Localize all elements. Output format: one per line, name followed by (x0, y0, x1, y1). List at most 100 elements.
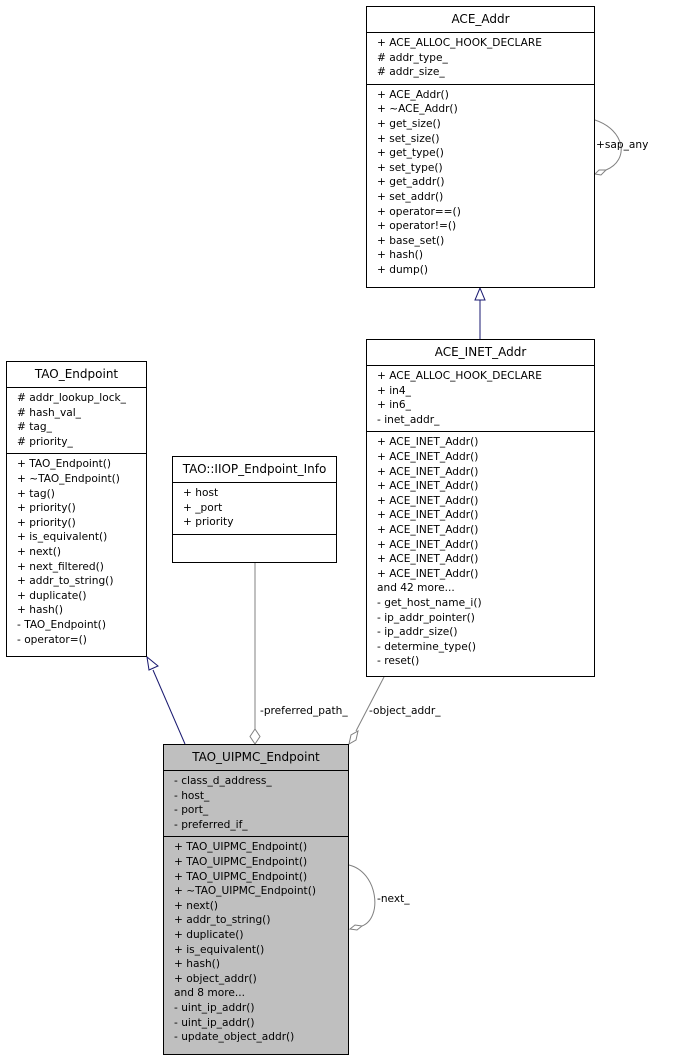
operations-section: + ACE_Addr() + ~ACE_Addr() + get_size() … (367, 85, 594, 282)
attributes-section: + ACE_ALLOC_HOOK_DECLARE # addr_type_ # … (367, 33, 594, 85)
class-name: ACE_INET_Addr (367, 340, 594, 366)
next-label: -next_ (377, 893, 410, 905)
operation: - update_object_addr() (174, 1031, 295, 1044)
operation: + ACE_INET_Addr() (377, 553, 479, 566)
class-ace-addr: ACE_Addr + ACE_ALLOC_HOOK_DECLARE # addr… (366, 6, 595, 288)
operation: + is_equivalent() (174, 943, 265, 956)
operation: + hash() (17, 604, 63, 617)
class-iiop-endpoint-info: TAO::IIOP_Endpoint_Info + host + _port +… (172, 456, 337, 563)
attribute: - class_d_address_ (174, 775, 272, 787)
object-addr-label: -object_addr_ (369, 705, 441, 717)
attributes-section: - class_d_address_ - host_ - port_ - pre… (164, 771, 348, 838)
operation: - TAO_Endpoint() (17, 618, 106, 631)
attributes-section: # addr_lookup_lock_ # hash_val_ # tag_ #… (7, 388, 146, 455)
attribute: # tag_ (17, 421, 52, 434)
class-name: TAO_UIPMC_Endpoint (164, 745, 348, 771)
operation: + TAO_UIPMC_Endpoint() (174, 870, 308, 883)
operation: + hash() (174, 958, 220, 971)
attribute: # priority_ (17, 435, 73, 448)
operations-section: + TAO_Endpoint() + ~TAO_Endpoint() + tag… (7, 454, 146, 651)
operation: - ip_addr_size() (377, 626, 458, 639)
object-addr-edge (355, 676, 385, 732)
operations-section: + ACE_INET_Addr() + ACE_INET_Addr() + AC… (367, 432, 594, 673)
attribute: + host (183, 487, 219, 499)
operation: + operator==() (377, 205, 461, 218)
operations-section: + TAO_UIPMC_Endpoint() + TAO_UIPMC_Endpo… (164, 837, 348, 1048)
operation: - get_host_name_i() (377, 596, 482, 609)
sap-any-diamond (593, 169, 608, 176)
operation: + duplicate() (174, 928, 244, 941)
operation: + is_equivalent() (17, 531, 108, 544)
uipmc-to-endpoint-arrow (146, 655, 159, 671)
class-name: TAO::IIOP_Endpoint_Info (173, 457, 336, 483)
operations-section (173, 535, 336, 563)
operation: + set_size() (377, 132, 440, 145)
operation: + next() (17, 545, 61, 558)
next-diamond (348, 924, 364, 931)
attribute: - port_ (174, 804, 209, 817)
operation: + get_type() (377, 147, 444, 160)
operation: + priority() (17, 502, 76, 515)
class-name: ACE_Addr (367, 7, 594, 33)
operation: + duplicate() (17, 589, 87, 602)
operation: and 42 more... (377, 582, 455, 595)
operation: + ~TAO_Endpoint() (17, 472, 120, 485)
attribute: + ACE_ALLOC_HOOK_DECLARE (377, 370, 542, 382)
operation: + ~TAO_UIPMC_Endpoint() (174, 885, 316, 898)
preferred-path-label: -preferred_path_ (260, 705, 348, 717)
operation: + ACE_Addr() (377, 88, 449, 101)
operation: - operator=() (17, 633, 87, 646)
operation: + base_set() (377, 234, 445, 247)
attribute: + in4_ (377, 384, 411, 397)
attribute: # addr_type_ (377, 51, 448, 64)
operation: + ACE_INET_Addr() (377, 538, 479, 551)
object-addr-diamond (348, 730, 359, 745)
operation: + ACE_INET_Addr() (377, 523, 479, 536)
operation: + object_addr() (174, 972, 257, 985)
operation: + get_size() (377, 117, 441, 130)
attribute: # hash_val_ (17, 406, 81, 419)
sap-any-edge (594, 119, 622, 171)
attribute: # addr_size_ (377, 66, 445, 79)
operation: + ~ACE_Addr() (377, 103, 458, 116)
operation: - reset() (377, 655, 420, 668)
attribute: - preferred_if_ (174, 818, 248, 831)
operation: - uint_ip_addr() (174, 1001, 255, 1014)
operation: + next_filtered() (17, 560, 104, 573)
class-ace-inet-addr: ACE_INET_Addr + ACE_ALLOC_HOOK_DECLARE +… (366, 339, 595, 677)
attribute: + in6_ (377, 399, 411, 412)
operation: + ACE_INET_Addr() (377, 480, 479, 493)
attributes-section: + ACE_ALLOC_HOOK_DECLARE + in4_ + in6_ -… (367, 366, 594, 433)
operation: + priority() (17, 516, 76, 529)
sap-any-label: +sap_any (596, 139, 649, 151)
operation: + ACE_INET_Addr() (377, 494, 479, 507)
attribute: + ACE_ALLOC_HOOK_DECLARE (377, 37, 542, 49)
operation: + hash() (377, 249, 423, 262)
operation: + next() (174, 899, 218, 912)
operation: + ACE_INET_Addr() (377, 567, 479, 580)
attribute: # addr_lookup_lock_ (17, 392, 126, 404)
operation: + addr_to_string() (174, 914, 271, 927)
attribute: + _port (183, 501, 223, 514)
operation: + TAO_UIPMC_Endpoint() (174, 855, 308, 868)
class-name: TAO_Endpoint (7, 362, 146, 388)
uipmc-to-endpoint-edge (152, 669, 186, 745)
attribute: - host_ (174, 789, 210, 802)
attribute: + priority (183, 516, 234, 529)
operation: + ACE_INET_Addr() (377, 465, 479, 478)
next-edge (348, 864, 376, 927)
operation: + TAO_UIPMC_Endpoint() (174, 841, 308, 854)
operation: - ip_addr_pointer() (377, 611, 475, 624)
operation: and 8 more... (174, 987, 245, 1000)
preferred-path-diamond (249, 728, 261, 745)
operation: + set_addr() (377, 190, 444, 203)
operation: + addr_to_string() (17, 575, 114, 588)
operation: + ACE_INET_Addr() (377, 450, 479, 463)
operation: + operator!=() (377, 220, 457, 233)
class-tao-endpoint: TAO_Endpoint # addr_lookup_lock_ # hash_… (6, 361, 147, 657)
attribute: - inet_addr_ (377, 413, 440, 426)
operation: + dump() (377, 263, 428, 276)
operation: - determine_type() (377, 640, 476, 653)
operation: + ACE_INET_Addr() (377, 509, 479, 522)
